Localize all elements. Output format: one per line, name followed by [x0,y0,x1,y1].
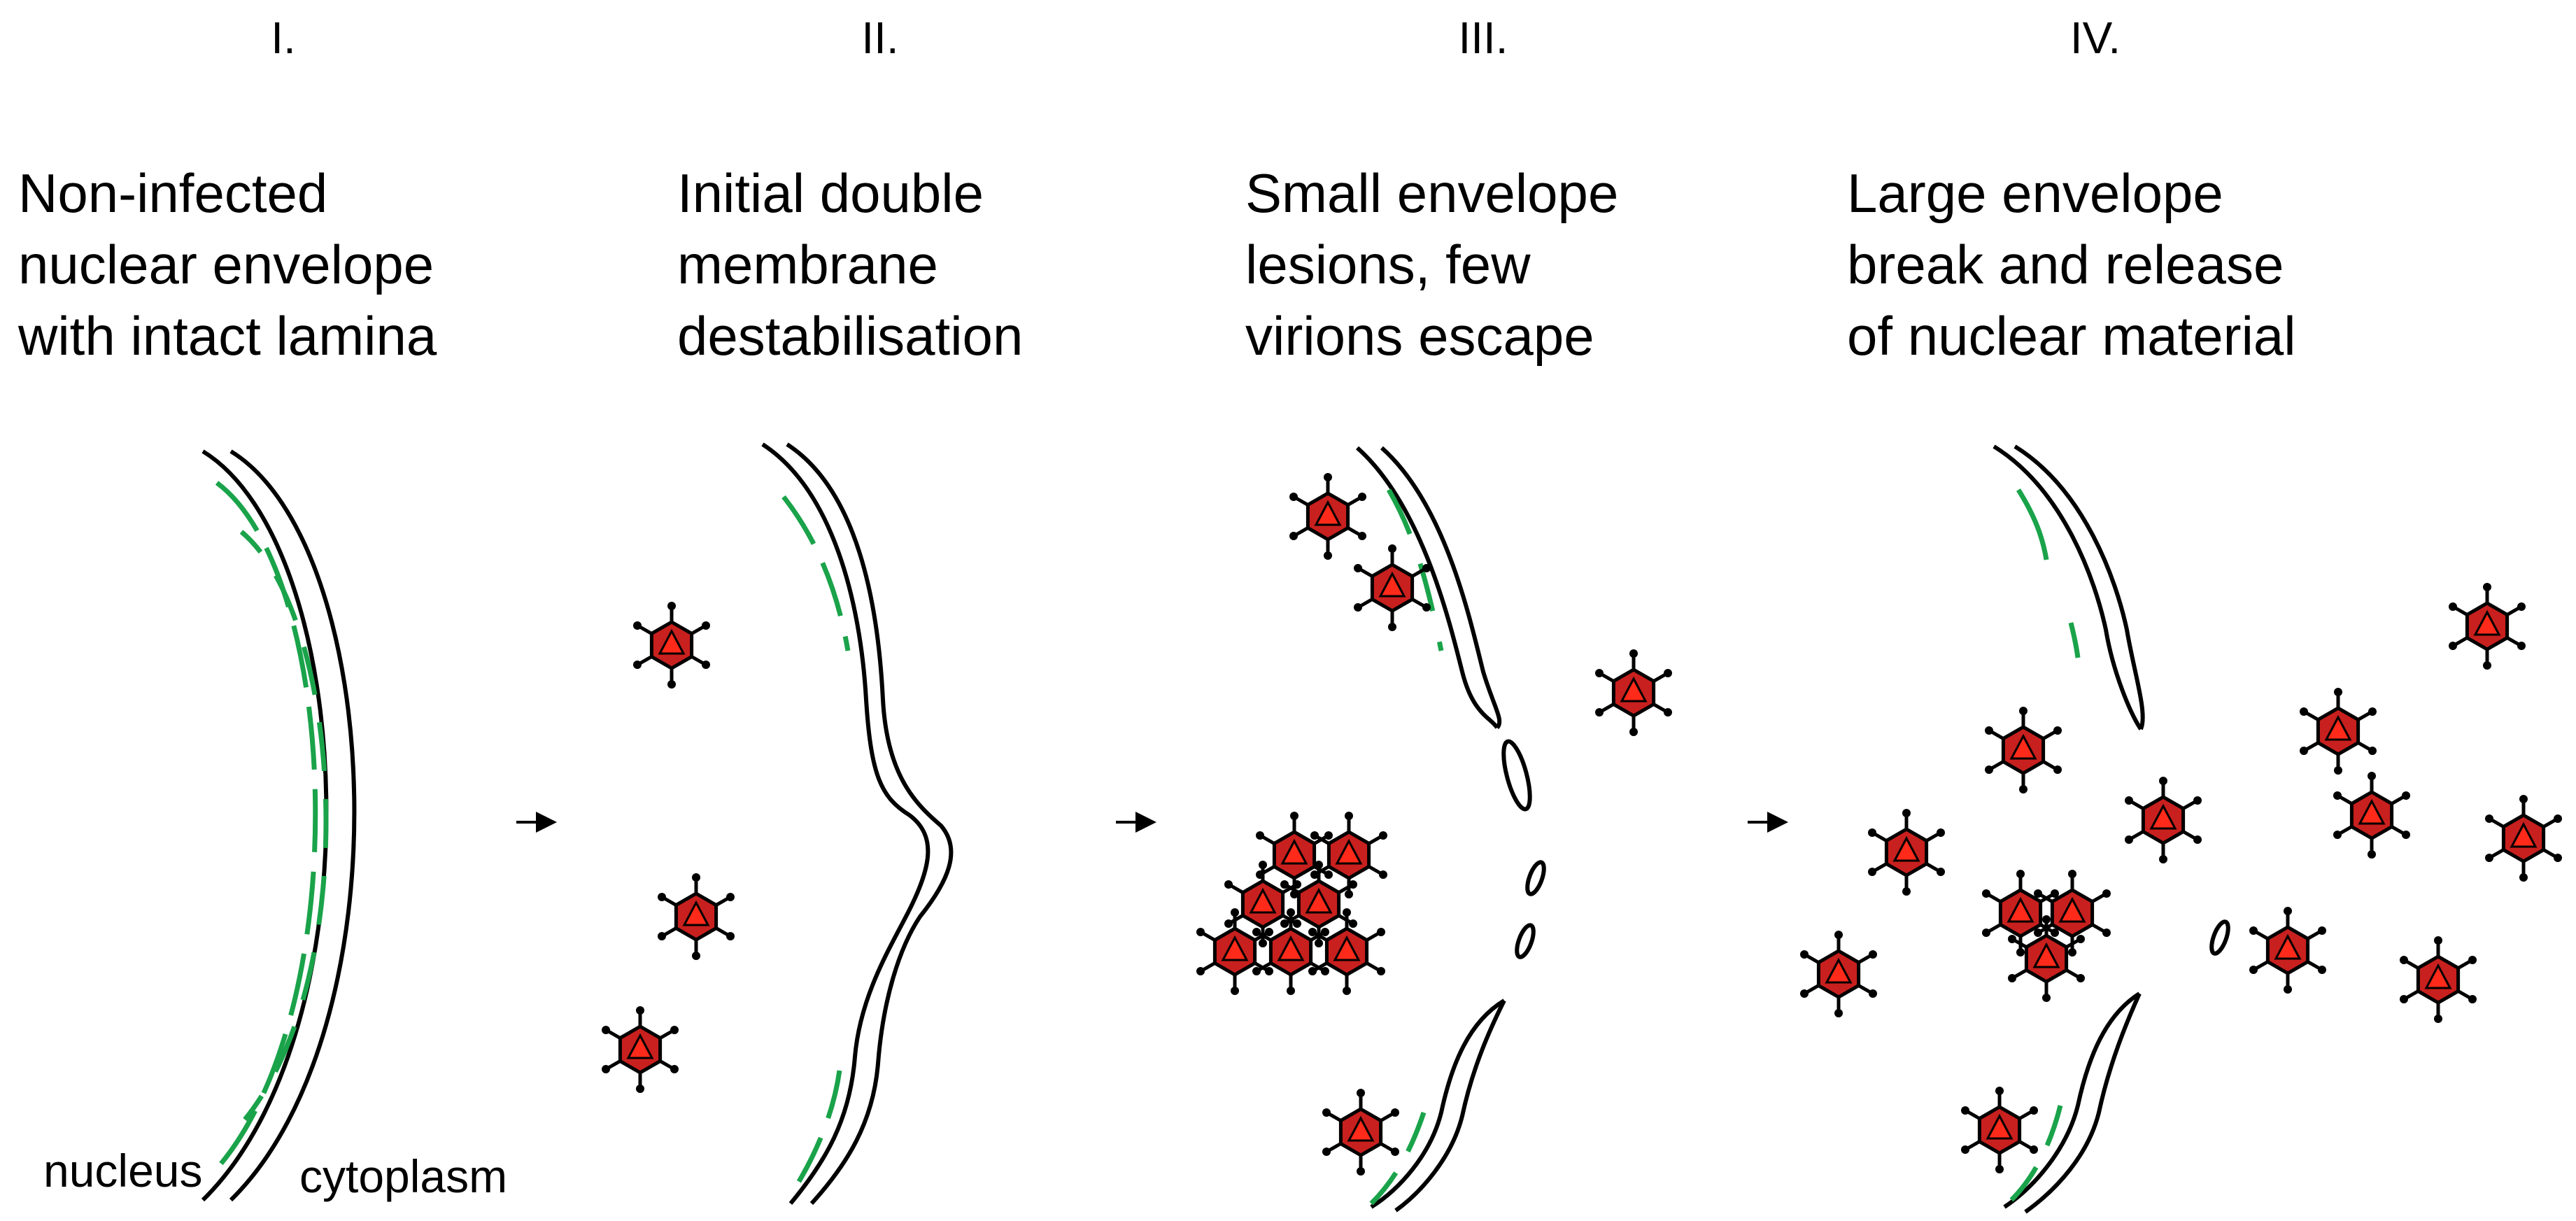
virion-icon [633,602,710,689]
outer-membrane [229,449,357,1202]
virion-icon [658,873,735,960]
virion-icon [2300,688,2377,775]
lamina-fragment [781,495,851,651]
inner-membrane [201,449,329,1202]
caption-line: break and release [1847,234,2284,295]
caption-line: virions escape [1245,305,1594,367]
panel-2-caption: Initial double membrane destabilisation [677,157,1209,372]
caption-line: of nuclear material [1847,305,2296,367]
lamina-fragment [792,1070,842,1191]
lamina-fragment [1369,1111,1427,1206]
virion-icon [2485,795,2562,882]
lower-membrane-fragment [1370,998,1506,1209]
panel-4-envelope [1993,444,2230,1214]
lamina-fragment [2016,488,2049,560]
virion-icon [2249,907,2326,994]
panel-3-numeral: III. [1458,13,1508,63]
panel-1-caption: Non-infected nuclear envelope with intac… [18,157,550,372]
inner-membrane [761,442,930,1205]
virion-icon [2449,583,2526,670]
panel-4-caption: Large envelope break and release of nucl… [1847,157,2379,372]
panel-4-numeral: IV. [2069,13,2121,63]
virion-icon [1322,1089,1399,1176]
caption-line: Initial double [677,162,984,224]
virion-icon [1354,544,1431,631]
panel-2-envelope [761,442,954,1206]
outer-membrane [786,442,954,1206]
membrane-vesicle [2209,919,2230,956]
caption-line: lesions, few [1245,234,1531,295]
lamina-fragment [1386,488,1444,651]
nucleus-label: nucleus [43,1145,203,1197]
lamina-fragment [2009,1105,2063,1202]
virion-icon [2125,777,2202,863]
virion-icon [1985,707,2062,793]
lamina-layer-1 [215,481,318,1171]
upper-membrane-fragment [2014,444,2145,731]
caption-line: Large envelope [1847,162,2223,224]
upper-membrane-fragment [1380,446,1502,730]
lamina-layer-2 [239,530,329,1122]
lamina-fragment [2068,622,2081,658]
upper-membrane-fragment [1993,444,2143,731]
cytoplasm-label: cytoplasm [299,1150,508,1202]
virion-icon [1595,649,1672,736]
right-arrow-icon [1746,810,1790,834]
panel-2-numeral: II. [861,13,899,63]
lower-membrane-fragment [2024,992,2142,1214]
virion-icon [1800,931,1877,1017]
panel-1-numeral: I. [271,13,296,63]
virion-icon [2333,772,2410,859]
membrane-vesicle [1501,739,1532,812]
membrane-vesicle [1515,923,1536,959]
panel-3-caption: Small envelope lesions, few virions esca… [1245,157,1777,372]
caption-line: membrane [677,234,938,295]
caption-line: destabilisation [677,305,1024,367]
virion-icon [1289,473,1366,560]
lower-membrane-fragment [2003,991,2141,1209]
caption-line: Non-infected [18,162,328,224]
panel-3-envelope [1356,446,1546,1213]
right-arrow-icon [1114,810,1158,834]
virion-icon [2400,936,2477,1023]
caption-line: with intact lamina [18,305,437,367]
panel-1-envelope [201,449,357,1202]
upper-membrane-fragment [1356,446,1499,729]
virion-icon [602,1006,679,1093]
caption-line: Small envelope [1245,162,1619,224]
right-arrow-icon [515,810,558,834]
caption-line: nuclear envelope [18,234,434,295]
membrane-vesicle [1525,860,1546,896]
lower-membrane-fragment [1394,999,1506,1213]
virion-icon [1868,809,1945,896]
virion-icon [1961,1087,2038,1173]
